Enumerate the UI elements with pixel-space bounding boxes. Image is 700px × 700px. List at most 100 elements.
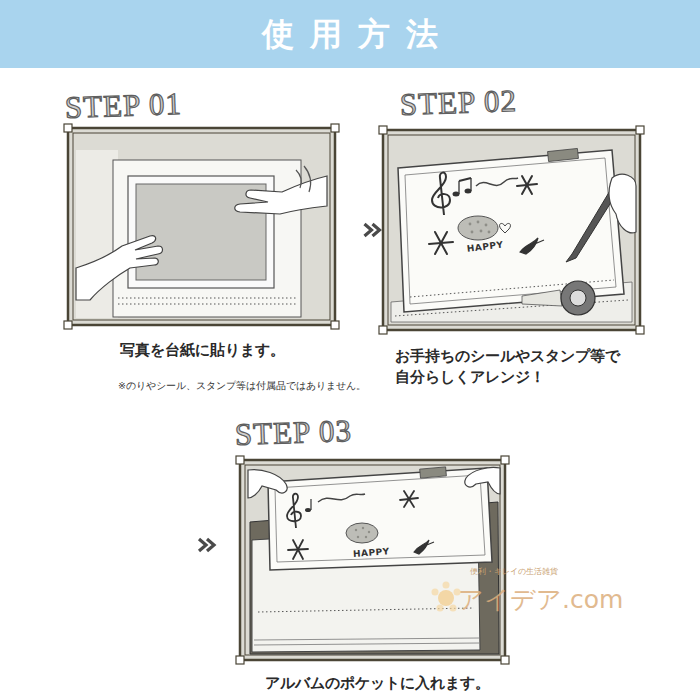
step3-illustration-part-part: [357, 536, 359, 538]
step2-illustration-part: [522, 290, 562, 306]
step2-illustration-part: [469, 221, 491, 234]
step1-illustration-part: [68, 128, 335, 325]
step2-illustration-part: [548, 148, 579, 161]
step3-illustration-part-part: [404, 491, 414, 507]
step1-illustration-part: [76, 236, 163, 300]
step3-illustration-part-part: [293, 540, 303, 559]
step3-illustration-part: [501, 456, 509, 464]
step-heading: STEP 03: [234, 413, 352, 453]
step3-illustration: [236, 456, 509, 664]
step2-illustration-part: [476, 178, 518, 186]
step2-illustration-part: [458, 216, 498, 240]
step3-illustration-part: [465, 467, 500, 494]
step2-illustration-part-part: [435, 232, 447, 254]
step1-illustration-part: [118, 304, 296, 305]
step2-illustration-part: [458, 181, 459, 194]
step3-illustration-part: [275, 475, 485, 562]
step3-illustration-part: [305, 508, 311, 512]
watermark-icon-part: [438, 590, 454, 606]
step2-illustration-part-part: [488, 231, 491, 234]
step3-illustration-part-part: [368, 531, 370, 533]
step3-illustration-part: [254, 638, 479, 640]
watermark-icon-part: [437, 605, 444, 612]
step1-illustration-part: [113, 160, 301, 317]
step3-illustration-part: [346, 523, 378, 543]
step2-illustration-part: [388, 135, 635, 325]
step1-illustration-part: [235, 176, 327, 214]
note-text: ※のりやシール、スタンプ等は付属品ではありません。: [118, 380, 366, 393]
step2-illustration-part-part: [485, 224, 488, 227]
step-caption: アルバムのポケットに入れます。: [265, 673, 490, 694]
step2-illustration-part-part: [522, 176, 532, 194]
step2-illustration-part: [459, 178, 471, 181]
step2-illustration-part: [379, 126, 387, 134]
step3-illustration-part: [236, 656, 244, 664]
step2-illustration-part: [561, 281, 595, 315]
step3-illustration-part: [236, 456, 244, 464]
step-arrow: [199, 539, 214, 551]
step-panel: STEP 01 写真を台紙に貼ります。 ※のりやシール、スタンプ等は付属品ではありま…: [60, 88, 370, 400]
sticker-text: HAPPY: [465, 239, 505, 254]
step3-illustration-part: [288, 491, 418, 559]
step-caption: 写真を台紙に貼ります。: [120, 340, 285, 361]
step-heading: STEP 01: [64, 86, 182, 126]
step2-illustration-part: [470, 178, 471, 191]
step2-illustration-part-part: [480, 230, 483, 233]
step3-illustration-part: [414, 540, 434, 554]
step2-illustration-part-part: [469, 223, 472, 226]
watermark-text: 便利・キレイの生活雑貨: [470, 566, 558, 577]
step2-illustration-part-part: [477, 221, 480, 224]
step1-illustration-part: [136, 184, 266, 280]
step3-illustration-part: [501, 656, 509, 664]
watermark-icon-part: [443, 582, 450, 589]
step3-illustration-part: [420, 467, 447, 478]
step2-illustration-part: [429, 176, 537, 254]
step3-illustration-part: [318, 494, 365, 502]
step1-illustration-part: [73, 133, 330, 320]
watermark-icon: [432, 582, 461, 612]
step3-illustration-part-part: [355, 529, 357, 531]
step3-illustration-part: [355, 527, 370, 538]
step-caption: お手持ちのシールやスタンプ等で 自分らしくアレンジ！: [395, 346, 629, 388]
step3-illustration-part: [254, 643, 479, 645]
step1-illustration-part: [331, 124, 339, 132]
step2-illustration-part: [636, 326, 644, 334]
step1-illustration: [64, 124, 339, 329]
step-heading: STEP 02: [399, 83, 517, 123]
step2-illustration-part: [500, 223, 511, 233]
watermark-icon-part: [450, 605, 457, 612]
step3-illustration-part: [245, 465, 500, 655]
chevron-head: [364, 224, 371, 236]
chevron-head: [199, 539, 206, 551]
step1-illustration-part: [331, 321, 339, 329]
chevron-head: [207, 539, 214, 551]
chevron-head: [372, 224, 379, 236]
step2-illustration-part: [609, 174, 636, 233]
step2-illustration-part-part: [435, 232, 447, 254]
step2-illustration-part-part: [471, 231, 474, 234]
step2-illustration-part-part: [522, 176, 532, 194]
watermark-icon-part: [432, 589, 439, 596]
step3-illustration-part-part: [293, 540, 303, 559]
step1-illustration-part: [64, 124, 72, 132]
step2-illustration-part: [636, 126, 644, 134]
step2-illustration-part: [570, 290, 586, 306]
step2-illustration: [379, 126, 644, 334]
step3-illustration-part: [310, 499, 311, 510]
step3-illustration-part-part: [362, 527, 364, 529]
step2-illustration-part: [379, 326, 387, 334]
step3-illustration-part-part: [404, 491, 414, 507]
step1-illustration-part: [64, 321, 72, 329]
step1-illustration-part: [296, 166, 311, 192]
step2-illustration-part: [432, 173, 450, 215]
step1-illustration-part: [118, 298, 296, 299]
step3-illustration-part: [240, 460, 505, 660]
step-arrow: [364, 224, 379, 236]
step2-illustration-part: [383, 130, 640, 330]
page-title: 使用方法: [0, 0, 700, 68]
step-panel: STEP 02 お手持ちのシールやスタンプ等で 自分らしくアレンジ！: [375, 85, 655, 395]
step3-illustration-part-part: [365, 536, 367, 538]
step2-illustration-part: [520, 238, 544, 254]
step3-illustration-part: [268, 468, 492, 570]
